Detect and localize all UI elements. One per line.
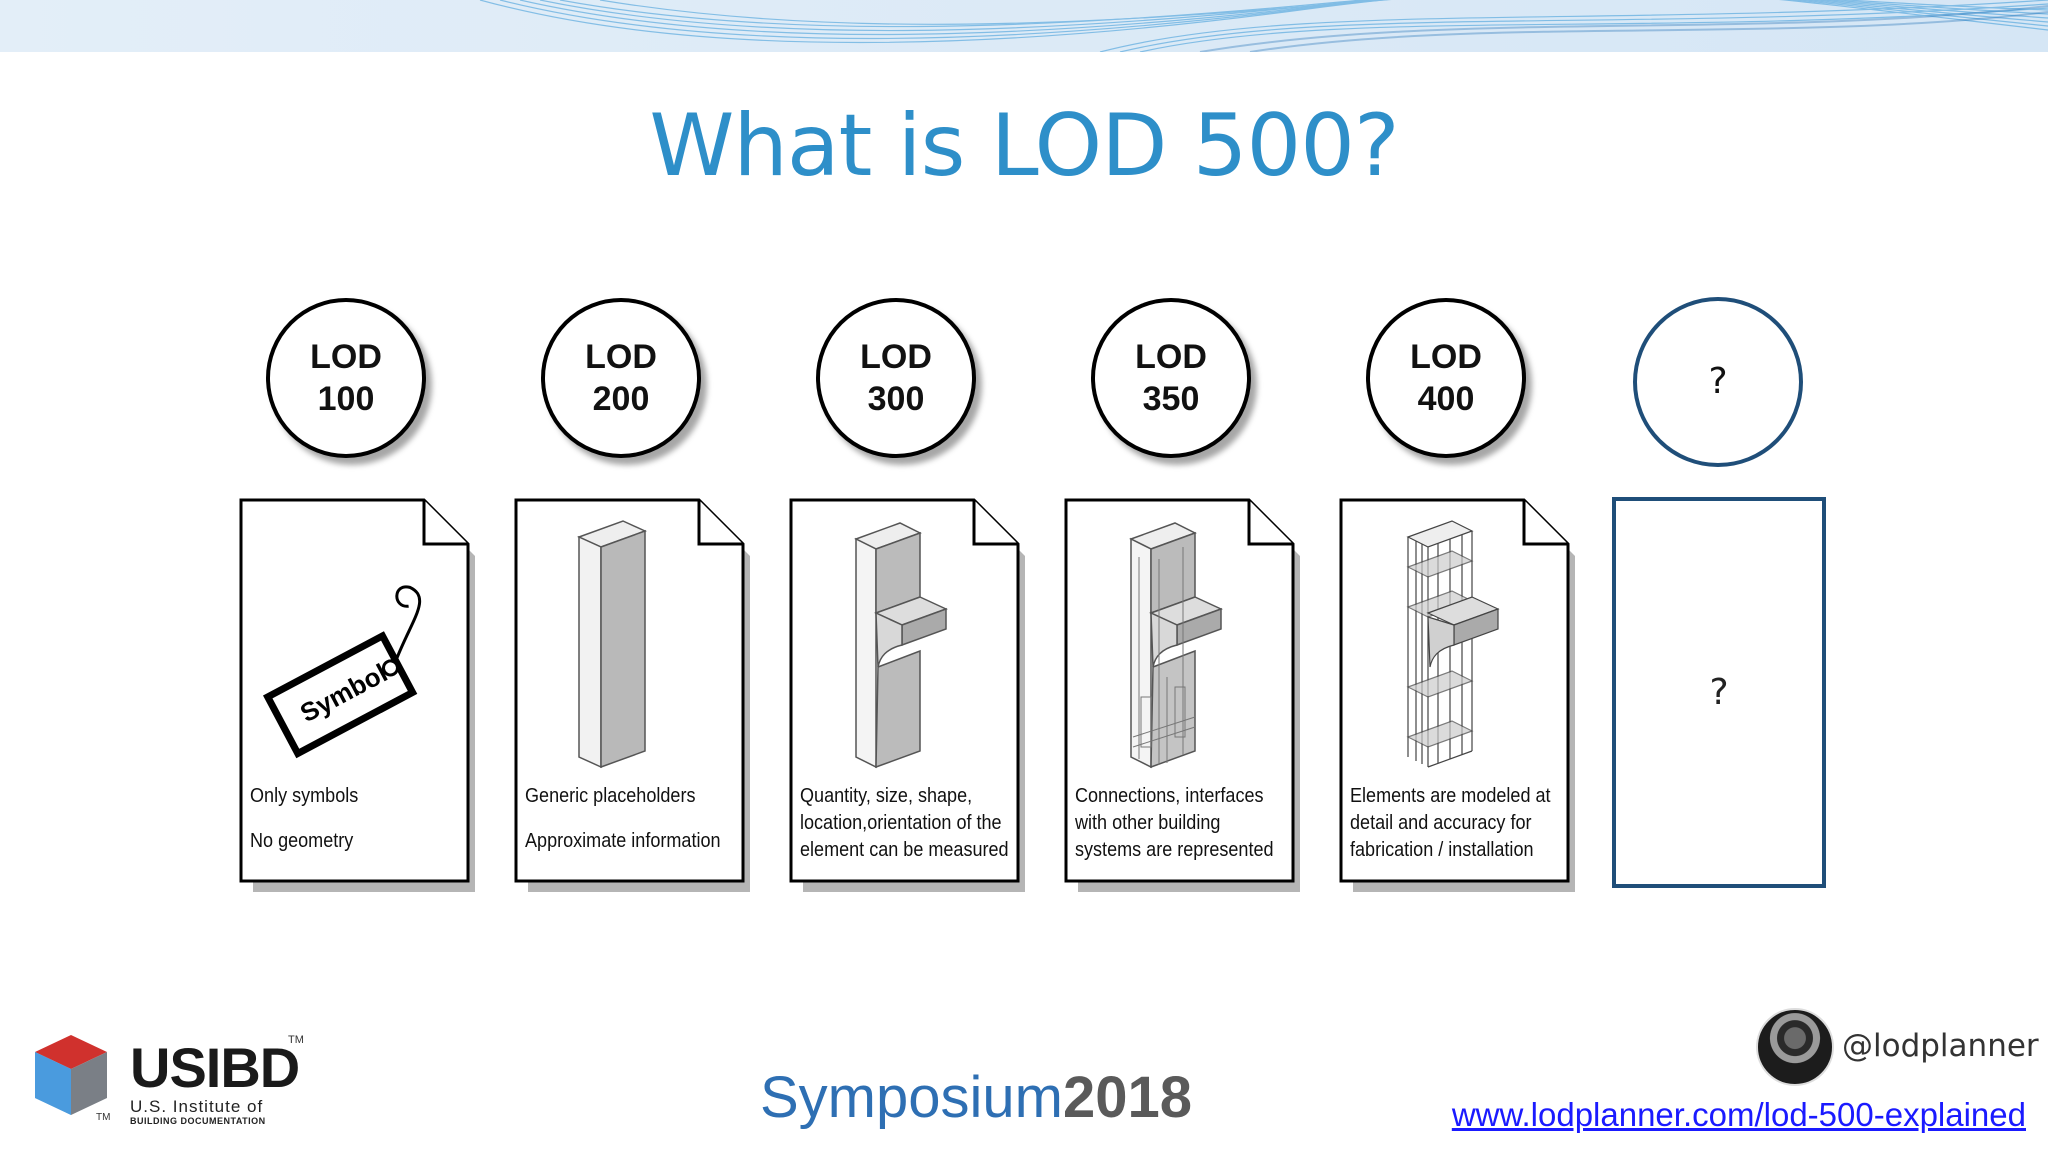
lod-300-description: Quantity, size, shape, location,orientat… [800,782,1009,863]
lod-number: 100 [317,380,375,418]
question-mark: ? [1709,672,1729,713]
detailed-column-icon [854,522,948,769]
desc-line: Elements are modeled at [1350,784,1551,807]
desc-gap [250,809,442,827]
header-wave-banner [0,0,2048,52]
generic-column-icon [577,520,647,769]
document-page-icon [789,498,1025,892]
usibd-logo-text: USIBD TM U.S. Institute of BUILDING DOCU… [130,1034,304,1126]
lod-200-document: Generic placeholders Approximate informa… [513,497,753,892]
lodplanner-link[interactable]: www.lodplanner.com/lod-500-explained [1451,1096,2026,1133]
lod-350-document: Connections, interfaces with other build… [1063,497,1303,892]
fabrication-column-icon [1406,520,1500,768]
lod-label: LOD [860,338,932,376]
event-year: 2018 [1062,1065,1193,1130]
lod-500-unknown-box: ? [1612,497,1826,888]
document-page-icon [1064,498,1300,892]
trademark-mark: TM [288,1034,304,1046]
lod-100-description: Only symbols No geometry [250,782,442,854]
trademark-mark-2: TM [96,1112,111,1123]
desc-line: Approximate information [525,829,721,852]
lod-400-circle: LOD 400 [1366,298,1526,458]
desc-line: with other building [1075,811,1221,834]
lod-350-circle: LOD 350 [1091,298,1251,458]
usibd-name: USIBD [130,1036,300,1099]
lod-label: LOD [1135,338,1207,376]
lod-200-circle: LOD 200 [541,298,701,458]
lod-400-document: Elements are modeled at detail and accur… [1338,497,1578,892]
desc-line: detail and accuracy for [1350,811,1532,834]
lod-label: LOD [1410,338,1482,376]
desc-line: fabrication / installation [1350,838,1534,861]
usibd-subtitle: U.S. Institute of [130,1097,264,1116]
lod-label: LOD [310,338,382,376]
document-page-icon: Symbol [239,498,475,892]
desc-line: element can be measured [800,838,1009,861]
lod-number: 400 [1417,380,1475,418]
desc-line: systems are represented [1075,838,1274,861]
desc-line: Only symbols [250,784,359,807]
lod-100-document: Symbol Only symbols No geometry [238,497,478,892]
lod-number: 300 [867,380,925,418]
usibd-cube-logo-icon [35,1035,107,1115]
desc-line: location,orientation of the [800,811,1002,834]
document-page-icon [1339,498,1575,892]
lod-500-unknown-circle: ? [1633,297,1803,467]
lod-400-description: Elements are modeled at detail and accur… [1350,782,1551,863]
slide-title: What is LOD 500? [649,96,1399,196]
event-word: Symposium [760,1065,1063,1130]
lod-label: LOD [585,338,657,376]
document-page-icon [514,498,750,892]
event-name: Symposium2018 [760,1066,1192,1130]
lod-number: 350 [1142,380,1200,418]
lod-100-circle: LOD 100 [266,298,426,458]
lod-200-description: Generic placeholders Approximate informa… [525,782,721,854]
lod-350-description: Connections, interfaces with other build… [1075,782,1274,863]
twitter-handle: @lodplanner [1842,1028,2039,1064]
desc-line: Generic placeholders [525,784,696,807]
desc-gap [525,809,717,827]
avatar [1756,1008,1834,1086]
desc-line: Quantity, size, shape, [800,784,973,807]
lod-number: 200 [592,380,650,418]
question-mark: ? [1708,361,1728,402]
lod-300-document: Quantity, size, shape, location,orientat… [788,497,1028,892]
desc-line: Connections, interfaces [1075,784,1264,807]
lod-300-circle: LOD 300 [816,298,976,458]
desc-line: No geometry [250,829,354,852]
column-with-connections-icon [1129,522,1223,769]
usibd-subtitle-2: BUILDING DOCUMENTATION [130,1116,266,1126]
